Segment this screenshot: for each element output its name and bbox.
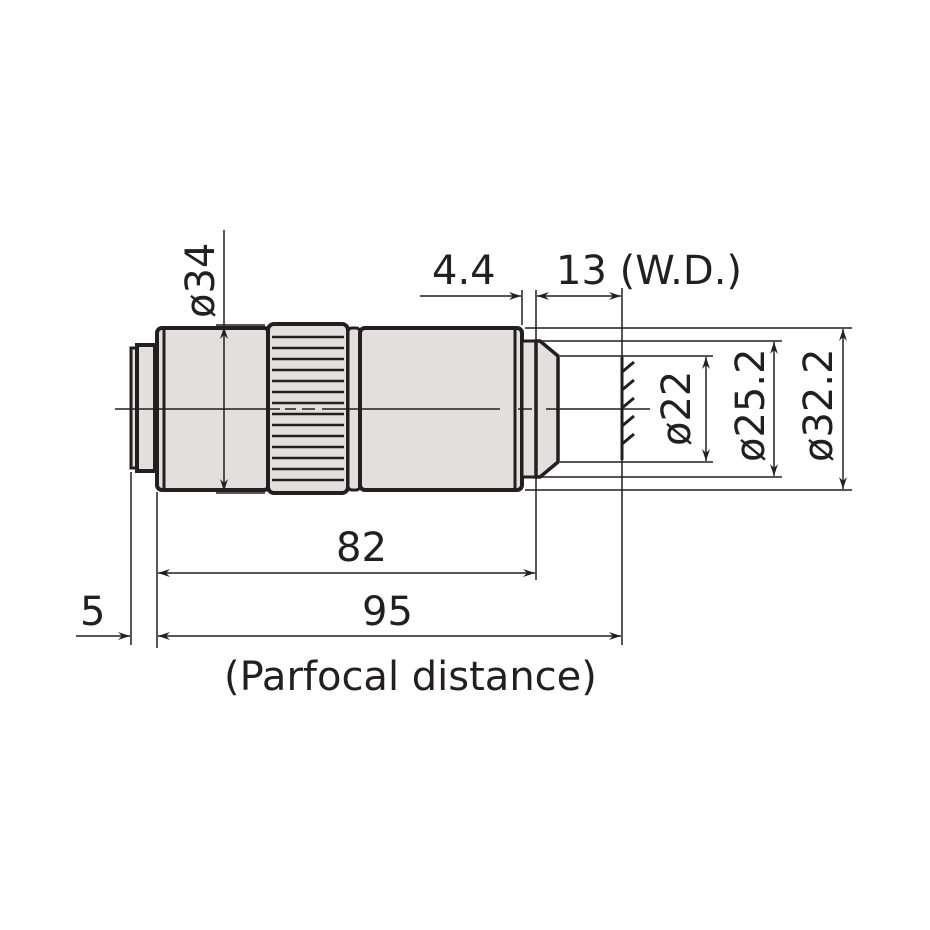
label-dia-25-2: ø25.2 [728, 348, 774, 462]
label-parfocal-distance: (Parfocal distance) [224, 654, 597, 700]
label-13-wd: 13 (W.D.) [556, 248, 742, 294]
label-dia-32-2: ø32.2 [796, 348, 842, 462]
label-82: 82 [336, 525, 387, 571]
label-dia-22: ø22 [654, 371, 700, 446]
label-95: 95 [362, 589, 413, 635]
label-4-4: 4.4 [432, 248, 496, 294]
label-5: 5 [80, 589, 105, 635]
label-dia-34: ø34 [178, 243, 224, 318]
dimension-lines [76, 230, 852, 648]
